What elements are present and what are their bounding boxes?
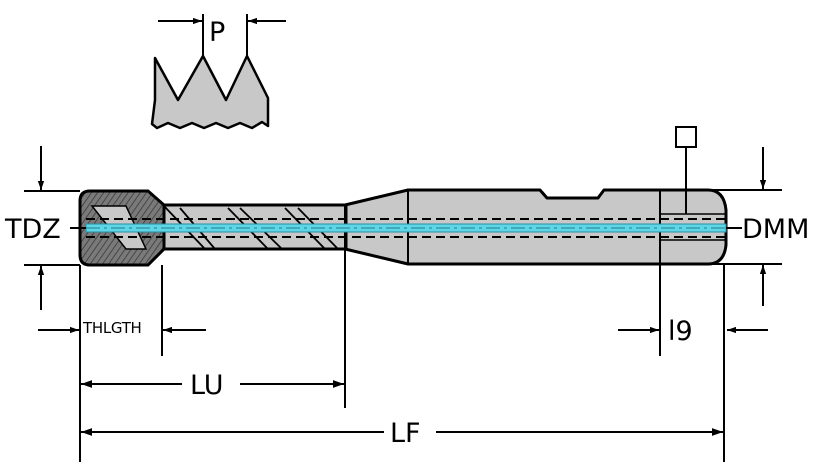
pitch-label: P [209, 17, 225, 48]
square-drive-callout [675, 126, 697, 214]
l9-label: l9 [668, 316, 693, 347]
lu-dimension: LU [81, 249, 346, 408]
square-symbol [675, 126, 697, 148]
thread-profile-section [150, 54, 270, 130]
tdz-label: TDZ [4, 214, 61, 245]
dmm-dimension: DMM [712, 147, 809, 306]
lf-label: LF [390, 418, 421, 449]
lf-dimension: LF [81, 264, 725, 462]
tdz-dimension: TDZ [4, 146, 86, 310]
dmm-label: DMM [742, 214, 809, 245]
thlgth-label: THLGTH [82, 319, 142, 337]
thlgth-dimension: THLGTH [38, 265, 206, 356]
l9-dimension: l9 [618, 264, 768, 356]
thread-profile-detail: P [150, 14, 286, 130]
lu-label: LU [190, 370, 223, 401]
tool-body [78, 188, 728, 267]
